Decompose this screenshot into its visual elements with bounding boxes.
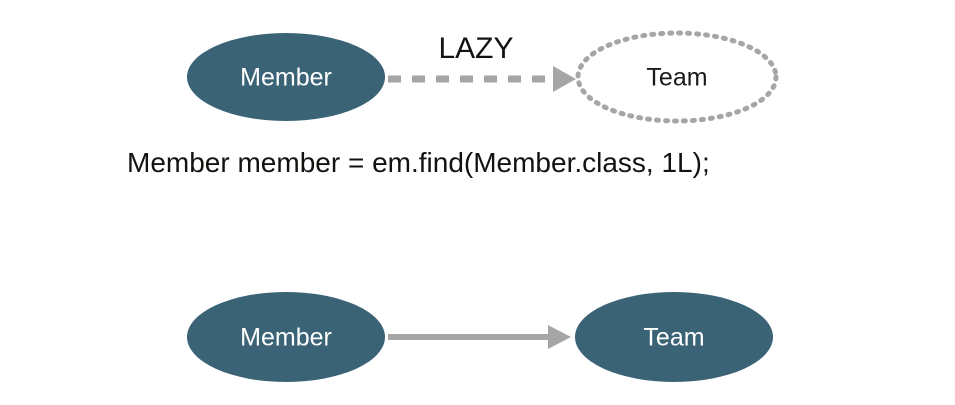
member-entity-label-bottom: Member [240, 324, 332, 352]
team-proxy-node[interactable]: Team [575, 30, 779, 124]
team-proxy-ellipse [575, 30, 779, 124]
member-entity-node-bottom[interactable]: Member [187, 292, 385, 382]
lazy-find-code-caption: Member member = em.find(Member.class, 1L… [127, 147, 710, 178]
team-proxy-label: Team [646, 64, 707, 92]
lazy-edge-label: LAZY [438, 32, 513, 65]
initialized-diagram: Member Team [187, 292, 773, 382]
initialized-association-arrow[interactable] [388, 325, 571, 349]
lazy-proxy-diagram: Member LAZY Team Member member = em.find… [127, 30, 779, 178]
member-ellipse-bottom [187, 292, 385, 382]
team-entity-node-bottom[interactable]: Team [575, 292, 773, 382]
team-ellipse-bottom [575, 292, 773, 382]
member-entity-label-top: Member [240, 64, 332, 92]
team-entity-label-bottom: Team [643, 324, 704, 352]
member-ellipse-top [187, 33, 385, 121]
lazy-arrow-head [553, 66, 576, 92]
lazy-association-arrow[interactable] [388, 66, 576, 92]
member-entity-node-top[interactable]: Member [187, 33, 385, 121]
solid-arrow-head [548, 325, 571, 349]
